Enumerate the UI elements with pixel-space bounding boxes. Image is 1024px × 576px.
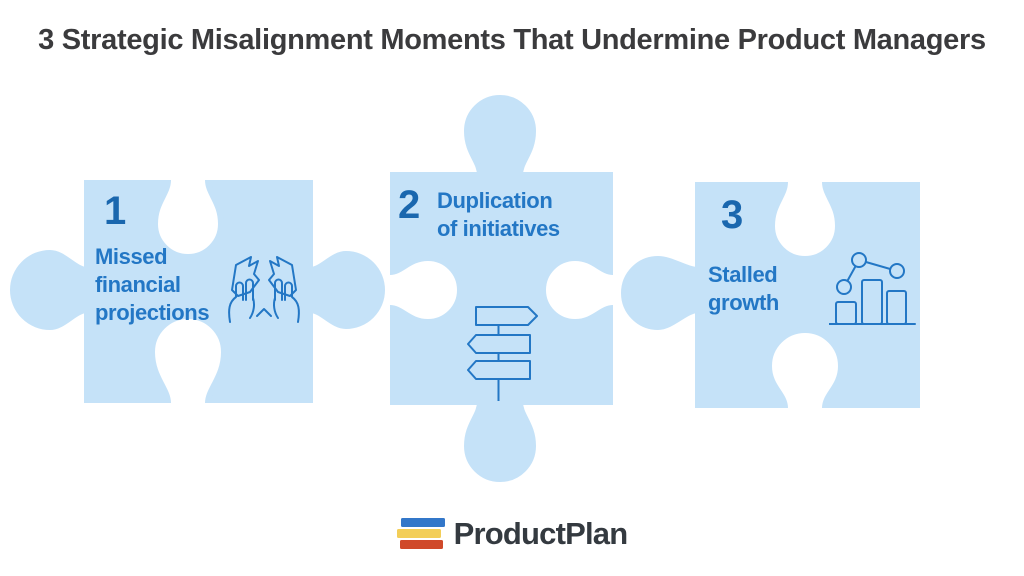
roadmap-bars-icon <box>396 518 445 549</box>
bar-1 <box>835 301 857 325</box>
trend-point-3 <box>889 263 905 279</box>
hand-right <box>273 278 300 323</box>
sign-right-arrow <box>475 306 538 326</box>
trend-point-1 <box>836 279 852 295</box>
step-number-3: 3 <box>721 193 744 237</box>
sign-left-arrow-2 <box>467 360 531 380</box>
paper-scrap-caret <box>256 308 272 317</box>
puzzle-shape-path <box>10 180 385 403</box>
logo-wordmark: ProductPlan <box>453 516 629 551</box>
page-title: 3 Strategic Misalignment Moments That Un… <box>38 24 986 56</box>
trend-point-2 <box>851 252 867 268</box>
torn-document-hands-icon <box>228 256 300 323</box>
step-label-3: Stalled growth <box>708 262 779 315</box>
puzzle-shape-path <box>621 182 920 408</box>
bar-3 <box>886 290 907 325</box>
step-number-1: 1 <box>104 189 127 233</box>
stalled-growth-chart-icon <box>829 252 916 325</box>
trend-line <box>843 259 898 288</box>
signpost-icon <box>467 306 538 401</box>
puzzle-shape-path <box>390 95 613 482</box>
puzzle-piece-1-shape <box>10 180 385 403</box>
puzzle-piece-2-shape <box>390 95 613 482</box>
puzzle-piece-2: 2 Duplication of initiatives <box>390 95 613 485</box>
step-number-2: 2 <box>398 183 421 227</box>
hand-left <box>228 278 255 323</box>
logo-bar-red <box>399 540 443 549</box>
puzzle-piece-1: 1 Missed financial projections <box>10 180 390 403</box>
logo-bar-yellow <box>396 529 441 538</box>
step-label-1: Missed financial projections <box>95 244 210 325</box>
puzzle-piece-3-shape <box>621 182 920 408</box>
productplan-logo: ProductPlan <box>0 518 1024 549</box>
sign-left-arrow-1 <box>467 334 531 354</box>
puzzle-piece-3: 3 Stalled growth <box>616 182 920 408</box>
logo-bar-blue <box>400 518 445 527</box>
step-label-2: Duplication of initiatives <box>437 188 560 241</box>
bar-2 <box>861 279 883 325</box>
